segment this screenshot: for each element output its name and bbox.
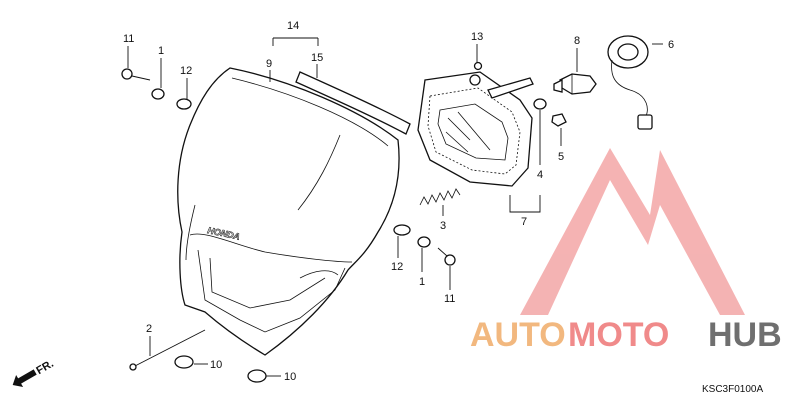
watermark-text: AUTO MOTO HUB (470, 316, 782, 354)
callout-6: 6 (668, 39, 674, 51)
callout-7: 7 (521, 216, 527, 228)
front-label: FR. (34, 358, 55, 377)
nut-5 (551, 113, 567, 127)
headlight-unit (417, 71, 534, 187)
callout-9: 9 (266, 58, 272, 70)
front-direction-indicator: FR. (12, 358, 56, 388)
callout-12-lower: 12 (391, 261, 403, 273)
callout-14: 14 (287, 20, 299, 32)
callout-1-lower: 1 (419, 276, 425, 288)
callout-4: 4 (537, 169, 543, 181)
rubber-grommet-4 (533, 98, 547, 110)
front-arrow-icon (12, 369, 37, 388)
callout-11-upper: 11 (123, 33, 134, 45)
callout-labels: 11 1 12 14 9 15 13 8 6 5 4 7 3 12 1 11 2… (123, 20, 674, 383)
washer-12-upper (176, 98, 192, 110)
watermark-logo-icon (520, 148, 745, 315)
callout-3: 3 (440, 220, 446, 232)
callout-12-upper: 12 (180, 65, 192, 77)
bolt-2 (129, 329, 206, 371)
callout-8: 8 (574, 35, 580, 47)
callout-11-lower: 11 (444, 293, 455, 305)
callout-13: 13 (471, 31, 483, 43)
collar-1-lower (417, 236, 431, 248)
callout-1-upper: 1 (158, 45, 164, 57)
washer-12-lower (393, 224, 411, 236)
bolt-11-lower (437, 247, 456, 266)
watermark-auto: AUTO (470, 316, 566, 354)
callout-10-right: 10 (284, 371, 296, 383)
grommet-10-right (247, 369, 267, 383)
callout-10-left: 10 (210, 359, 222, 371)
bolt-11-upper (121, 68, 151, 81)
headlight-bulb (553, 73, 597, 95)
callout-5: 5 (558, 151, 564, 163)
callout-15: 15 (311, 52, 323, 64)
grommet-10-left (174, 355, 194, 369)
watermark-hub: HUB (708, 316, 782, 354)
callout-2: 2 (146, 323, 152, 335)
headlight-cowl: HONDA (177, 67, 400, 356)
diagram-code: KSC3F0100A (702, 384, 763, 395)
bulb-socket (607, 35, 653, 130)
cowl-strip (295, 71, 411, 135)
spring-3 (419, 188, 461, 206)
collar-1-upper (151, 88, 165, 100)
leader-lines (127, 37, 663, 377)
bolt-13 (473, 61, 483, 71)
watermark-moto: MOTO (568, 316, 669, 354)
